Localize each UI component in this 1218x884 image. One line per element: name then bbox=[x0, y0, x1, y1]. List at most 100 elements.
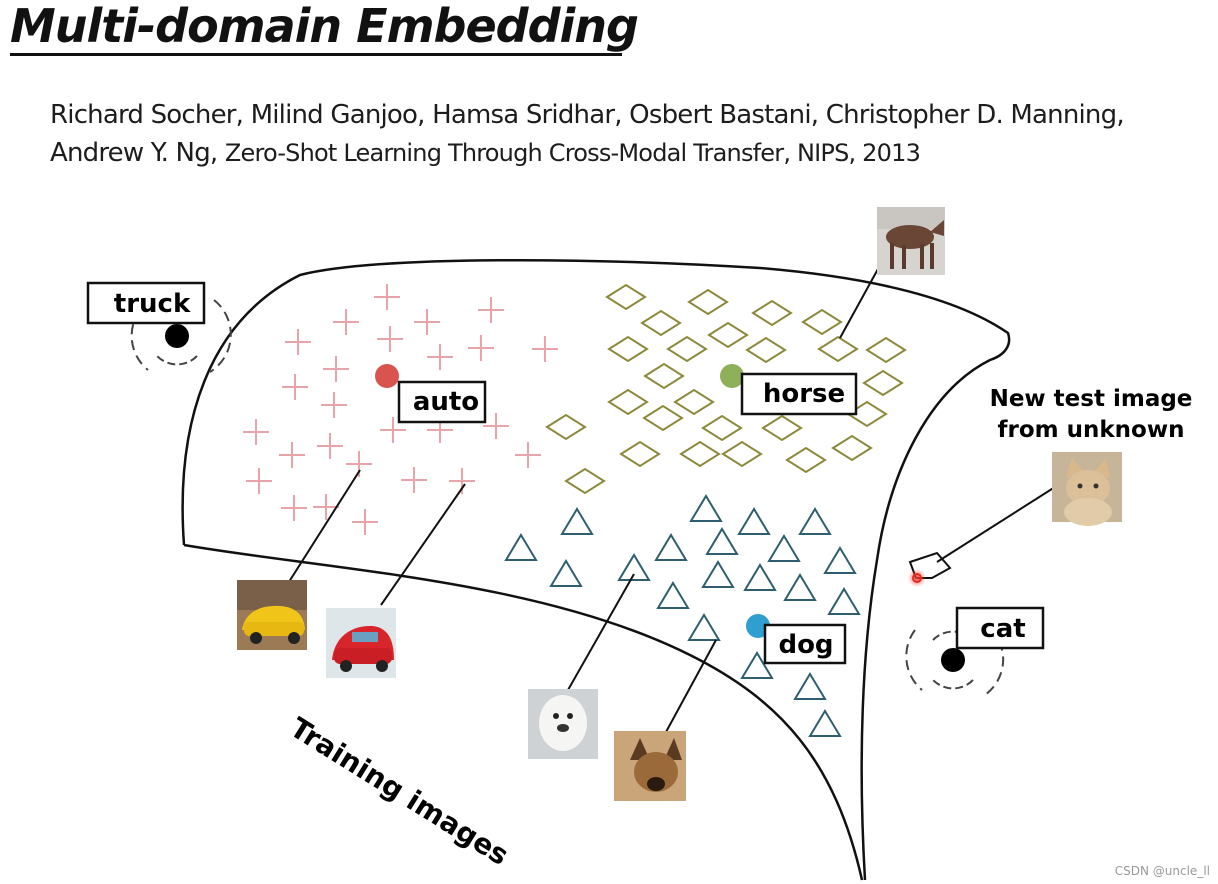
horse-diamond-marker bbox=[642, 404, 684, 432]
auto-plus-marker bbox=[281, 495, 307, 521]
car-thumbnail-yellow bbox=[237, 580, 307, 650]
auto-plus-marker bbox=[377, 326, 403, 352]
horse-diamond-marker bbox=[619, 440, 661, 468]
auto-plus-marker bbox=[532, 336, 558, 362]
dog-triangle-marker bbox=[793, 672, 827, 700]
auto-plus-marker bbox=[279, 442, 305, 468]
auto-plus-marker bbox=[515, 442, 541, 468]
auto-plus-marker bbox=[449, 468, 475, 494]
slide-title: Multi-domain Embedding bbox=[10, 0, 639, 53]
new-test-point bbox=[908, 486, 1056, 587]
dog-label-box: dog bbox=[763, 623, 847, 665]
auto-plus-marker bbox=[246, 468, 272, 494]
auto-plus-marker bbox=[427, 344, 453, 370]
auto-center-dot bbox=[375, 364, 399, 388]
horse-cluster bbox=[545, 283, 907, 495]
horse-diamond-marker bbox=[785, 446, 827, 474]
horse-diamond-marker bbox=[707, 321, 749, 349]
auto-image2-connector bbox=[380, 483, 466, 606]
dog-triangle-marker bbox=[767, 534, 801, 562]
truck-label-box: truck bbox=[86, 281, 206, 325]
title-underline bbox=[10, 53, 622, 56]
horse-diamond-marker bbox=[643, 362, 685, 390]
dog-image1-connector bbox=[567, 573, 635, 691]
citation-authors: Richard Socher, Milind Ganjoo, Hamsa Sri… bbox=[50, 100, 1125, 168]
citation-paper: Zero-Shot Learning Through Cross-Modal T… bbox=[224, 139, 921, 167]
auto-plus-marker bbox=[414, 309, 440, 335]
new-test-caption-line2: from unknown bbox=[998, 417, 1185, 443]
horse-diamond-marker bbox=[687, 288, 729, 316]
auto-plus-marker bbox=[380, 417, 406, 443]
horse-diamond-marker bbox=[865, 336, 907, 364]
auto-cluster bbox=[243, 284, 558, 535]
horse-image-connector bbox=[839, 257, 885, 339]
horse-diamond-marker bbox=[666, 335, 708, 363]
dog-triangle-marker bbox=[705, 527, 739, 555]
watermark: CSDN @uncle_ll bbox=[1114, 864, 1210, 878]
surface-lower-edge bbox=[183, 543, 864, 881]
horse-diamond-marker bbox=[721, 440, 763, 468]
dog-label: dog bbox=[778, 630, 833, 660]
auto-label-box: auto bbox=[397, 380, 487, 424]
horse-diamond-marker bbox=[545, 413, 587, 441]
new-test-caption-line1: New test image bbox=[990, 386, 1193, 412]
auto-plus-marker bbox=[401, 467, 427, 493]
dog-thumbnail-white bbox=[528, 689, 598, 759]
dog-triangle-marker bbox=[808, 709, 842, 737]
auto-plus-marker bbox=[243, 419, 269, 445]
dog-image2-connector bbox=[665, 639, 717, 733]
horse-thumbnail bbox=[877, 207, 945, 275]
horse-diamond-marker bbox=[640, 309, 682, 337]
horse-diamond-marker bbox=[564, 467, 606, 495]
horse-diamond-marker bbox=[701, 414, 743, 442]
horse-diamond-marker bbox=[817, 335, 859, 363]
citation: Richard Socher, Milind Ganjoo, Hamsa Sri… bbox=[50, 96, 1170, 172]
embedding-surface bbox=[181, 258, 1011, 881]
dog-triangle-marker bbox=[783, 573, 817, 601]
dog-triangle-marker bbox=[549, 559, 583, 587]
dog-triangle-marker bbox=[740, 651, 774, 679]
horse-diamond-marker bbox=[751, 299, 793, 327]
auto-plus-marker bbox=[468, 335, 494, 361]
horse-diamond-marker bbox=[679, 440, 721, 468]
horse-label: horse bbox=[763, 379, 845, 409]
training-images-caption: Training images bbox=[284, 711, 514, 872]
dog-triangle-marker bbox=[737, 507, 771, 535]
dog-triangle-marker bbox=[798, 507, 832, 535]
dog-triangle-marker bbox=[701, 560, 735, 588]
auto-plus-marker bbox=[282, 374, 308, 400]
cat-label: cat bbox=[980, 614, 1025, 644]
auto-plus-marker bbox=[333, 309, 359, 335]
car-thumbnail-red bbox=[326, 608, 396, 678]
auto-plus-marker bbox=[478, 297, 504, 323]
dog-triangle-marker bbox=[504, 533, 538, 561]
horse-diamond-marker bbox=[761, 414, 803, 442]
auto-plus-marker bbox=[321, 392, 347, 418]
horse-diamond-marker bbox=[745, 336, 787, 364]
horse-diamond-marker bbox=[831, 434, 873, 462]
auto-label: auto bbox=[413, 387, 479, 417]
cat-thumbnail bbox=[1052, 452, 1122, 526]
horse-diamond-marker bbox=[846, 400, 888, 428]
horse-diamond-marker bbox=[607, 388, 649, 416]
auto-plus-marker bbox=[313, 494, 339, 520]
horse-label-box: horse bbox=[740, 372, 858, 416]
auto-plus-marker bbox=[323, 356, 349, 382]
cat-label-box: cat bbox=[955, 606, 1045, 650]
dog-cluster bbox=[504, 494, 861, 737]
horse-center-dot bbox=[720, 364, 744, 388]
dog-triangle-marker bbox=[654, 533, 688, 561]
auto-image1-connector bbox=[286, 469, 361, 586]
dog-triangle-marker bbox=[687, 613, 721, 641]
dog-triangle-marker bbox=[823, 546, 857, 574]
dog-triangle-marker bbox=[827, 587, 861, 615]
dog-triangle-marker bbox=[656, 581, 690, 609]
dog-thumbnail-brown bbox=[614, 731, 686, 801]
horse-diamond-marker bbox=[607, 335, 649, 363]
auto-plus-marker bbox=[285, 329, 311, 355]
horse-diamond-marker bbox=[673, 388, 715, 416]
auto-plus-marker bbox=[317, 433, 343, 459]
horse-diamond-marker bbox=[801, 308, 843, 336]
dog-triangle-marker bbox=[617, 553, 651, 581]
auto-plus-marker bbox=[352, 509, 378, 535]
